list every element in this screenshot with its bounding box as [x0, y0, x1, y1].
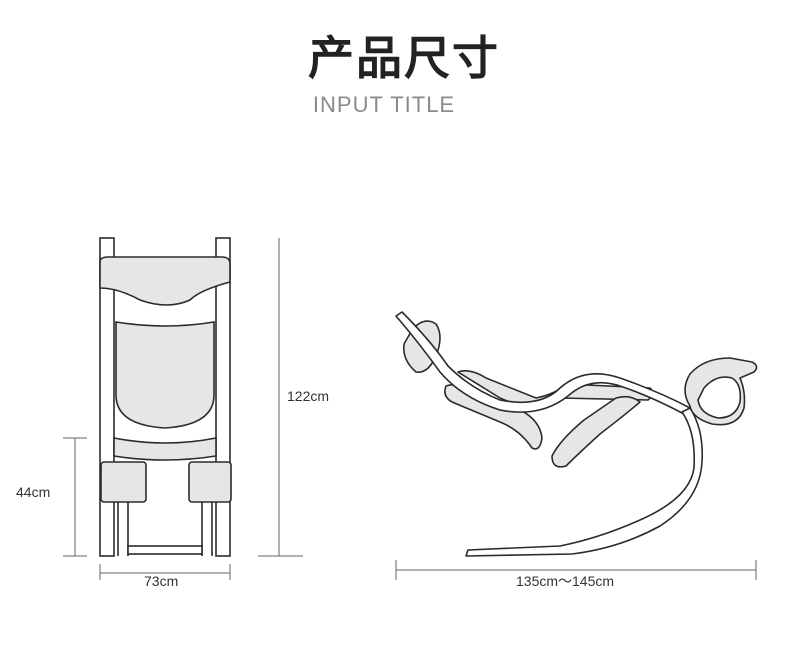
height-total-label: 122cm [287, 388, 329, 404]
page-subtitle: INPUT TITLE [312, 92, 456, 117]
backrest-cushion [115, 321, 215, 429]
front-dimensions [63, 238, 303, 580]
side-dimensions [395, 560, 757, 580]
side-foot-loop [697, 376, 742, 419]
side-rocker-base [465, 407, 704, 557]
right-knee-pad [188, 461, 232, 503]
seat-height-label: 44cm [16, 484, 50, 500]
seat-cushion [113, 437, 217, 461]
left-knee-pad [100, 461, 147, 503]
headrest-cushion [99, 256, 231, 306]
side-view-chair [395, 311, 758, 557]
side-knee-pad [551, 395, 641, 468]
width-label: 73cm [144, 573, 178, 589]
length-label: 135cm～145cm [516, 573, 614, 589]
page-title: 产品尺寸 [308, 31, 500, 85]
front-view-chair [99, 237, 232, 557]
